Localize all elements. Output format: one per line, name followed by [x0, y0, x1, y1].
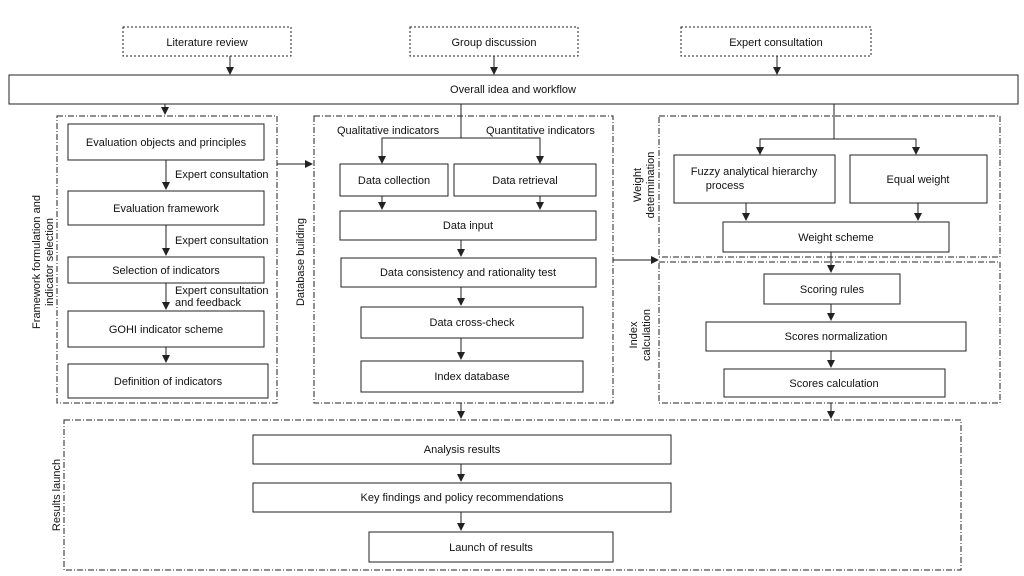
- weight-scheme-label: Weight scheme: [798, 232, 874, 244]
- results-section: [63, 419, 962, 571]
- database-index-label: Index database: [434, 371, 509, 383]
- results-launch-box: Launch of results: [368, 531, 614, 563]
- results-analysis-box: Analysis results: [252, 434, 672, 465]
- framework-selection-label: Selection of indicators: [112, 265, 220, 277]
- index-scoring-label: Scoring rules: [800, 284, 865, 296]
- weight-scheme-box: Weight scheme: [722, 221, 950, 253]
- results-findings-box: Key findings and policy recommendations: [252, 482, 672, 513]
- database-title: Database building: [295, 218, 307, 306]
- database-retrieval-label: Data retrieval: [492, 175, 557, 187]
- framework-title-line2: indicator selection: [44, 218, 56, 306]
- index-title-line1: Index: [628, 321, 640, 348]
- source-literature-review: Literature review: [122, 26, 292, 57]
- weight-equal-box: Equal weight: [849, 154, 988, 204]
- framework-objects-label: Evaluation objects and principles: [86, 137, 247, 149]
- source-group-label: Group discussion: [452, 37, 537, 49]
- index-calculation-label: Scores calculation: [789, 378, 878, 390]
- weight-title-line1: Weight: [632, 168, 644, 202]
- framework-definition-label: Definition of indicators: [114, 376, 223, 388]
- index-normalization-box: Scores normalization: [705, 321, 967, 352]
- framework-expert2-label: Expert consultation: [175, 235, 269, 247]
- database-input-label: Data input: [443, 220, 493, 232]
- database-index-box: Index database: [360, 360, 584, 393]
- index-normalization-label: Scores normalization: [785, 331, 888, 343]
- index-scoring-box: Scoring rules: [763, 273, 901, 305]
- database-input-box: Data input: [339, 210, 597, 241]
- weight-fahp-label-line1: Fuzzy analytical hierarchy: [691, 166, 818, 178]
- source-expert-label: Expert consultation: [729, 37, 823, 49]
- results-findings-label: Key findings and policy recommendations: [360, 492, 564, 504]
- database-consistency-label: Data consistency and rationality test: [380, 267, 556, 279]
- index-section: [658, 261, 1001, 404]
- source-group-discussion: Group discussion: [409, 26, 579, 57]
- results-title: Results launch: [51, 459, 63, 531]
- framework-evaluation-label: Evaluation framework: [113, 203, 219, 215]
- weight-equal-label: Equal weight: [887, 174, 950, 186]
- source-literature-label: Literature review: [166, 37, 247, 49]
- database-quantitative-label: Quantitative indicators: [486, 125, 595, 137]
- results-launch-label: Launch of results: [449, 542, 533, 554]
- weight-fahp-label-line2: process: [706, 180, 745, 192]
- results-analysis-label: Analysis results: [424, 444, 501, 456]
- index-calculation-box: Scores calculation: [723, 368, 946, 398]
- database-collection-box: Data collection: [339, 163, 449, 197]
- database-qualitative-label: Qualitative indicators: [337, 125, 440, 137]
- framework-evaluation-box: Evaluation framework: [67, 190, 265, 226]
- framework-section: [56, 115, 278, 404]
- line-weight-split: [759, 138, 917, 154]
- framework-objects-box: Evaluation objects and principles: [67, 123, 265, 161]
- framework-definition-box: Definition of indicators: [67, 363, 269, 399]
- database-collection-label: Data collection: [358, 175, 430, 187]
- weight-fahp-box: Fuzzy analytical hierarchy process: [673, 154, 836, 204]
- workflow-bar: Overall idea and workflow: [8, 74, 1019, 105]
- line-database-split: [381, 137, 541, 162]
- weight-section: [658, 115, 1001, 258]
- framework-scheme-label: GOHI indicator scheme: [109, 324, 223, 336]
- database-crosscheck-box: Data cross-check: [360, 306, 584, 339]
- database-crosscheck-label: Data cross-check: [430, 317, 515, 329]
- database-consistency-box: Data consistency and rationality test: [340, 257, 597, 288]
- framework-expert1-label: Expert consultation: [175, 169, 269, 181]
- index-title-line2: calculation: [641, 309, 653, 361]
- source-expert-consultation: Expert consultation: [680, 26, 872, 57]
- framework-selection-box: Selection of indicators: [67, 256, 265, 284]
- weight-title-line2: determination: [645, 152, 657, 219]
- framework-title-line1: Framework formulation and: [31, 195, 43, 329]
- database-retrieval-box: Data retrieval: [453, 163, 597, 197]
- framework-scheme-box: GOHI indicator scheme: [67, 310, 265, 348]
- framework-expert3-label-line1: Expert consultation: [175, 285, 269, 297]
- framework-expert3-label-line2: and feedback: [175, 297, 242, 309]
- workflow-label: Overall idea and workflow: [450, 84, 576, 96]
